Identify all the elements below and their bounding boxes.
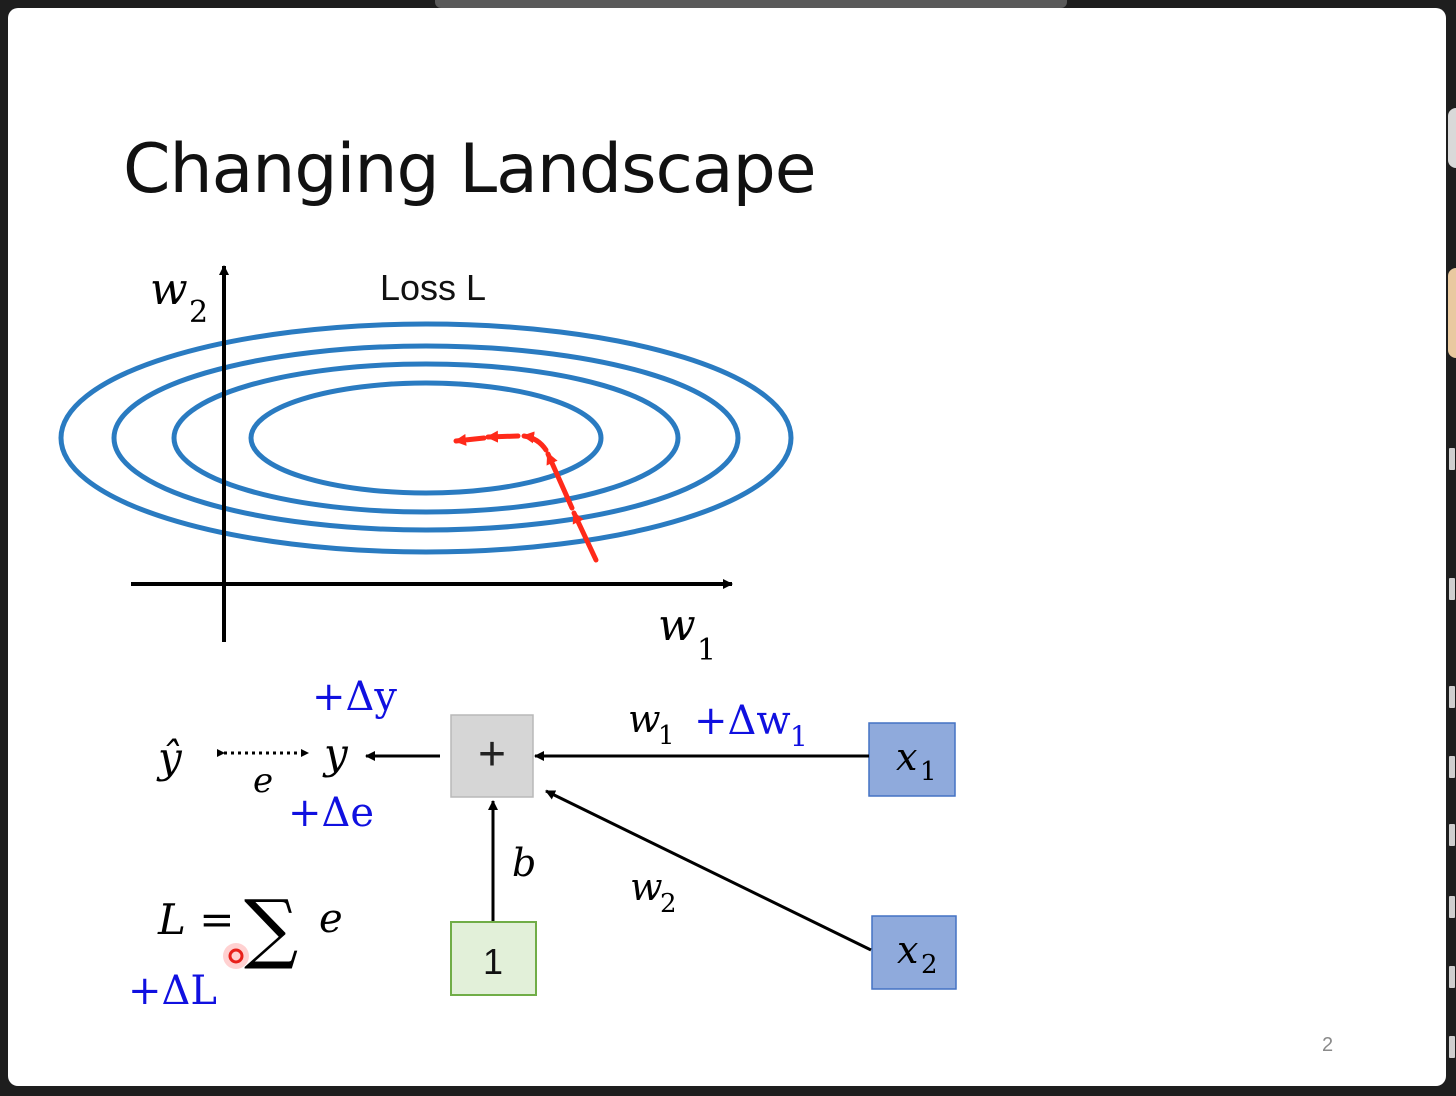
x1-node-subscript: 1 (920, 757, 937, 787)
avatar (1448, 268, 1456, 358)
error-label: e (253, 761, 273, 801)
x1-node-box (868, 722, 956, 797)
w1-label-subscript: 1 (658, 721, 675, 751)
side-panel-glyph (1449, 448, 1455, 470)
side-panel-glyph (1449, 686, 1455, 708)
side-panel-glyph (1449, 824, 1455, 846)
contour-ring-outer (58, 321, 794, 555)
x-axis-label-subscript: 1 (697, 633, 716, 668)
delta-e-label: +Δe (288, 790, 374, 836)
edge-x2-to-sum (545, 789, 872, 952)
side-panel-glyph (1449, 756, 1455, 778)
sum-node-symbol: + (478, 728, 506, 781)
sum-node-box (450, 714, 534, 798)
neuron-diagram: + 1 x 1 x 2 w 1 +Δw 1 w 2 b (128, 674, 957, 1014)
y-axis-label: w (150, 264, 188, 315)
side-panel-glyph (1449, 896, 1455, 918)
x2-node-box (871, 915, 957, 990)
x1-node-label: x (896, 735, 917, 779)
w1-label: w (628, 697, 661, 741)
side-panel-glyph (1449, 578, 1455, 600)
slide-diagram: w 2 w 1 Loss L + 1 x 1 x 2 (58, 264, 957, 1014)
slide-title: Changing Landscape (123, 130, 817, 209)
bias-label: b (512, 841, 536, 885)
presentation-slide: Changing Landscape w 2 w 1 Loss (8, 8, 1446, 1086)
loss-lhs: L = (157, 895, 234, 944)
loss-contours (58, 321, 794, 555)
x2-node-label: x (897, 928, 918, 972)
delta-y-label: +Δy (312, 674, 397, 720)
delta-w1-subscript: 1 (790, 720, 808, 753)
sum-sigma: ∑ (244, 883, 298, 972)
contour-label: Loss L (380, 267, 486, 308)
contour-ring-3 (111, 343, 741, 533)
side-panel-control[interactable] (1448, 108, 1456, 168)
bias-node-value: 1 (483, 941, 503, 982)
descent-path (453, 430, 599, 563)
y-label: y (322, 729, 349, 778)
laser-pointer-dot (228, 948, 244, 964)
loss-rhs: e (319, 896, 343, 942)
y-hat-label: ŷ (156, 733, 183, 782)
contour-ring-inner (248, 380, 604, 496)
x-axis-label: w (658, 600, 696, 651)
x2-node-subscript: 2 (921, 950, 938, 980)
side-panel-glyph (1449, 1036, 1455, 1058)
laser-pointer-halo (223, 943, 249, 969)
y-axis-label-subscript: 2 (189, 295, 208, 330)
w2-label-subscript: 2 (660, 889, 677, 919)
contour-ring-2 (171, 361, 681, 515)
window-top-handle (435, 0, 1067, 8)
slide-page-number: 2 (1322, 1034, 1334, 1056)
side-panel-edge (1446, 0, 1456, 1096)
bias-node-box (450, 921, 537, 996)
side-panel-glyph (1449, 966, 1455, 988)
delta-w1-label: +Δw (694, 698, 791, 744)
w2-label: w (630, 865, 663, 909)
delta-L-label: +ΔL (128, 968, 217, 1014)
